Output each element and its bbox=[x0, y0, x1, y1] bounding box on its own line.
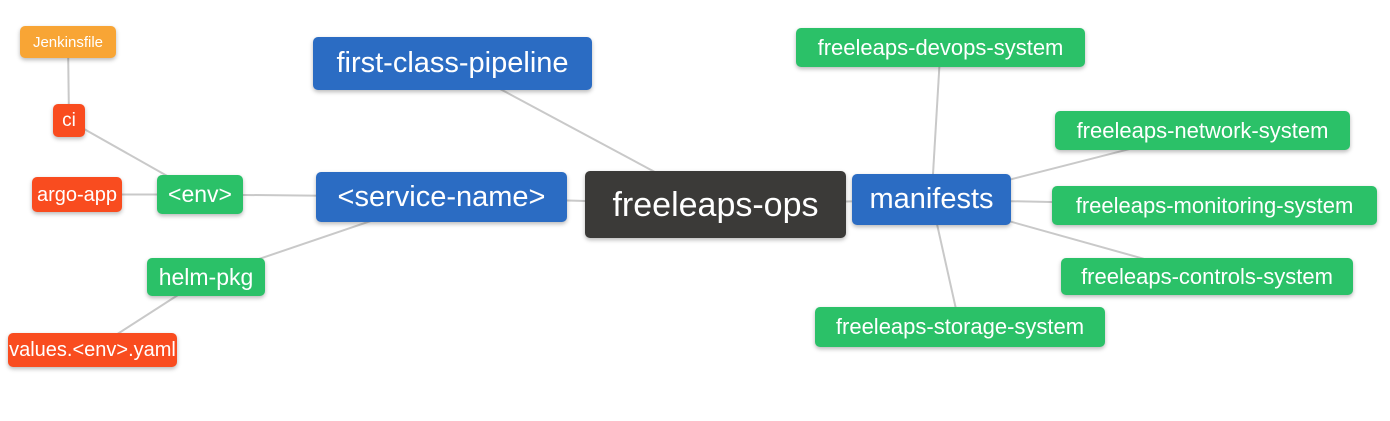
node-values-env-yaml[interactable]: values.<env>.yaml bbox=[8, 333, 177, 367]
node-argo-app[interactable]: argo-app bbox=[32, 177, 122, 212]
node-freeleaps-ops-root[interactable]: freeleaps-ops bbox=[585, 171, 846, 238]
node-freeleaps-storage-system[interactable]: freeleaps-storage-system bbox=[815, 307, 1105, 347]
node-freeleaps-network-system[interactable]: freeleaps-network-system bbox=[1055, 111, 1350, 150]
node-freeleaps-devops-system[interactable]: freeleaps-devops-system bbox=[796, 28, 1085, 67]
node-helm-pkg[interactable]: helm-pkg bbox=[147, 258, 265, 296]
node-service-name[interactable]: <service-name> bbox=[316, 172, 567, 222]
node-ci[interactable]: ci bbox=[53, 104, 85, 137]
node-first-class-pipeline[interactable]: first-class-pipeline bbox=[313, 37, 592, 90]
node-env[interactable]: <env> bbox=[157, 175, 243, 214]
node-manifests[interactable]: manifests bbox=[852, 174, 1011, 225]
node-freeleaps-monitoring-system[interactable]: freeleaps-monitoring-system bbox=[1052, 186, 1377, 225]
node-jenkinsfile[interactable]: Jenkinsfile bbox=[20, 26, 116, 58]
node-freeleaps-controls-system[interactable]: freeleaps-controls-system bbox=[1061, 258, 1353, 295]
